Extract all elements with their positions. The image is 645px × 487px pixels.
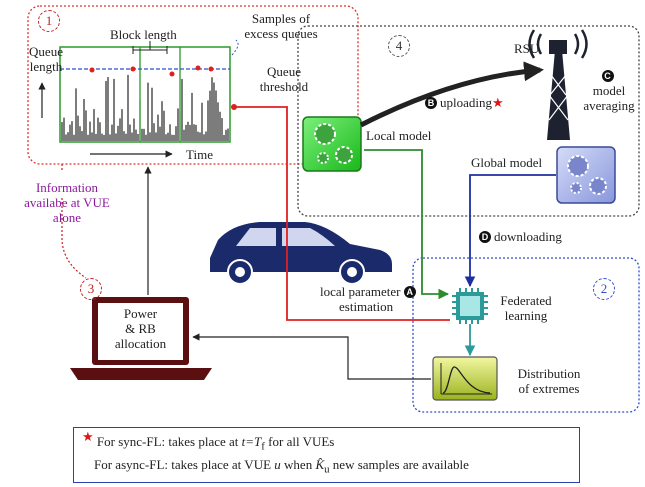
async-k: K̂	[315, 457, 325, 472]
laptop	[70, 297, 212, 380]
badge-d: D	[479, 231, 491, 243]
async-fl-note: For async-FL: takes place at VUE u when …	[94, 457, 469, 476]
local-param-line1: local parameter	[320, 284, 401, 299]
queue-spikes	[61, 74, 229, 141]
local-model-label: Local model	[366, 128, 432, 143]
footnote-star: ★	[82, 429, 94, 444]
queue-length-line2: length	[29, 59, 63, 74]
samples-line2: excess queues	[244, 26, 318, 41]
federated-line1: Federated	[500, 293, 552, 308]
footnote-box: ★ For sync-FL: takes place at t=Tf for a…	[73, 427, 580, 483]
queue-plot	[38, 39, 239, 158]
region-2-box	[412, 257, 640, 413]
federated-learning-chip	[452, 288, 488, 324]
model-averaging-line2: averaging	[583, 98, 635, 113]
region-number-1: 1	[38, 10, 60, 32]
downloading-text: downloading	[494, 229, 562, 244]
distribution-to-laptop-arrow	[192, 333, 431, 380]
queue-length-label: Queue length	[24, 44, 68, 74]
sync-sub: f	[261, 440, 265, 453]
badge-b: B	[425, 97, 437, 109]
samples-label: Samples of excess queues	[236, 11, 326, 41]
region-number-3: 3	[80, 278, 102, 300]
info-line2: availabe at VUE	[24, 195, 110, 210]
distribution-line2: of extremes	[518, 381, 580, 396]
queue-threshold-label: Queue threshold	[252, 64, 316, 94]
federated-learning-label: Federated learning	[490, 293, 562, 323]
local-model-to-federated-arrow	[364, 149, 450, 300]
distribution-line1: Distribution	[517, 366, 581, 381]
model-averaging-line1: model	[592, 83, 626, 98]
async-ksub: u	[324, 463, 330, 476]
power-line1: Power	[123, 306, 158, 321]
region-number-2: 2	[593, 278, 615, 300]
distribution-label: Distribution of extremes	[506, 366, 592, 396]
info-line3: alone	[52, 210, 82, 225]
global-model-to-federated-arrow	[464, 174, 556, 288]
samples-line1: Samples of	[251, 11, 311, 26]
distribution-box	[432, 356, 498, 401]
global-model-label: Global model	[471, 155, 543, 170]
model-averaging-label: C model averaging	[578, 68, 640, 113]
region-1-box	[27, 5, 359, 165]
rsu-label: RSU	[514, 41, 540, 56]
queue-to-federated-arrow	[234, 106, 450, 321]
badge-c: C	[601, 70, 614, 82]
excess-samples	[89, 65, 214, 77]
uploading-arrow	[359, 61, 544, 128]
threshold-line2: threshold	[259, 79, 309, 94]
local-parameter-estimation-label: local parameter A estimation	[320, 284, 419, 314]
sync-fl-note: ★ For sync-FL: takes place at t=Tf for a…	[82, 429, 335, 453]
rsu-tower	[528, 29, 588, 140]
power-rb-allocation-label: Power & RB allocation	[98, 306, 183, 351]
star-marker: ★	[492, 95, 504, 110]
info-available-label: Information availabe at VUE alone	[12, 180, 122, 225]
vehicle-car	[210, 222, 392, 285]
sync-math: t=T	[241, 434, 262, 449]
region-number-4: 4	[388, 35, 410, 57]
local-model-box	[302, 116, 362, 172]
async-prefix: For async-FL: takes place at VUE	[94, 457, 275, 472]
power-line3: allocation	[114, 336, 167, 351]
local-param-line2: estimation	[339, 299, 394, 314]
info-line1: Information	[35, 180, 99, 195]
federated-line2: learning	[504, 308, 548, 323]
queue-length-line1: Queue	[29, 44, 63, 59]
uploading-text: uploading	[440, 95, 492, 110]
sync-prefix: For sync-FL: takes place at	[96, 434, 242, 449]
power-line2: & RB	[125, 321, 156, 336]
async-mid: when	[280, 457, 316, 472]
global-model-box	[556, 146, 616, 204]
badge-a: A	[403, 286, 416, 298]
async-suffix: new samples are available	[329, 457, 469, 472]
sync-suffix: for all VUEs	[264, 434, 335, 449]
info-connector	[61, 198, 87, 279]
block-length-label: Block length	[110, 27, 177, 42]
time-label: Time	[186, 147, 213, 162]
threshold-line1: Queue	[267, 64, 301, 79]
region-4-box	[297, 25, 640, 217]
async-u: u	[274, 457, 281, 472]
